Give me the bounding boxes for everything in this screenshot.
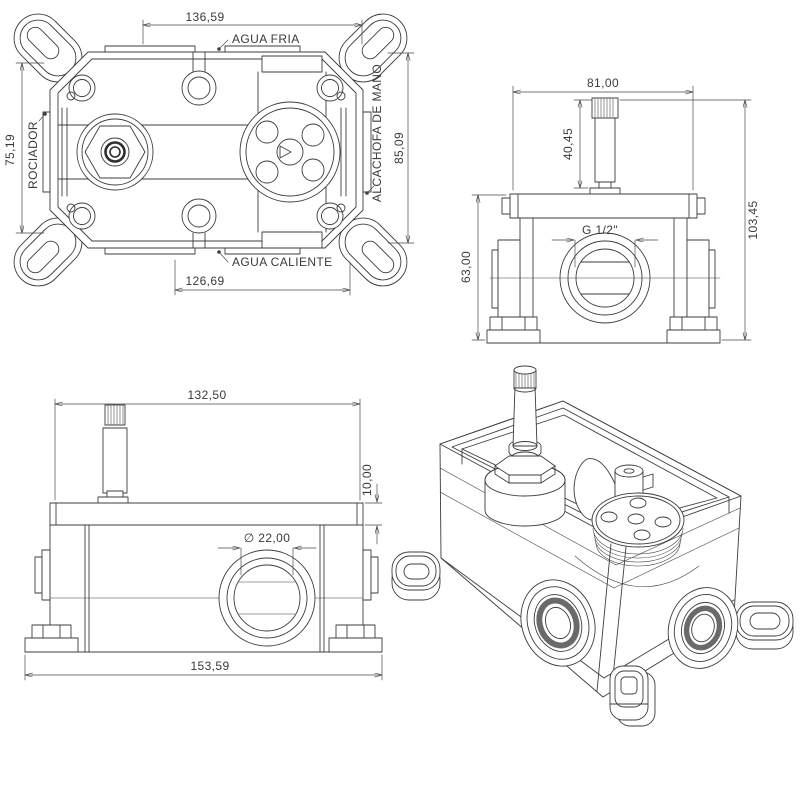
threaded-port [667,587,739,669]
cartridge-assembly [484,365,566,527]
dim-stem-height: 40,45 [561,128,575,160]
center-screw-boss [181,51,217,249]
dim-bottom-width: 126,69 [185,274,224,288]
valve-stem [97,404,129,504]
diverter-disc [239,101,341,203]
hot-water-port-tab [224,247,301,255]
label-thread-size: G 1/2" [582,223,618,237]
isometric-view [390,360,800,740]
dim-top-width: 136,59 [185,10,224,24]
valve-stem [589,97,621,195]
dimension-lines [15,19,415,296]
mounting-ear [338,13,408,83]
valve-stem [512,385,538,447]
bottom-mounting-tab [609,665,656,727]
dimension-lines [471,85,752,341]
bottom-side-view: 132,50 153,59 10,00 ∅ 22,00 [10,385,430,700]
dim-total-height: 103,45 [746,200,760,239]
screw-hole [66,74,346,230]
body-cap [509,193,698,219]
mounting-ear [391,551,441,601]
threaded-port [520,579,596,667]
mounting-foot [486,316,721,344]
body-cap [49,502,364,526]
cartridge-hex-assembly [76,113,154,191]
dim-right-height: 85,09 [392,132,406,164]
label-sprayer: ROCIADOR [26,121,40,189]
valve-body-long [49,524,364,653]
cold-water-port-tab [224,45,301,53]
dim-cap-thickness: 10,00 [360,464,374,496]
dim-cap-width: 81,00 [587,76,619,90]
label-hot-water: AGUA CALIENTE [232,255,333,269]
mounting-ear [13,13,83,83]
mounting-foot [24,624,383,653]
dim-bottom-width: 153,59 [190,659,229,673]
outlet-port [218,549,316,647]
dim-port-diameter: ∅ 22,00 [244,531,291,545]
bottom-side-view-drawing: 132,50 153,59 10,00 ∅ 22,00 [24,388,383,681]
label-hand-shower: ALCACHOFA DE MANO [370,64,384,202]
diverter-disc [591,492,685,567]
front-view-drawing: 136,59 126,69 75,19 85,09 AGUA FRIA AGUA… [3,10,415,296]
side-view-drawing: 81,00 40,45 103,45 63,00 G 1/2" [459,76,760,344]
top-port-tab [104,45,196,53]
side-view: 81,00 40,45 103,45 63,00 G 1/2" [440,60,800,380]
dim-left-height: 75,19 [3,134,17,166]
sprayer-port-tab [42,111,51,193]
label-cold-water: AGUA FRIA [232,32,300,46]
dimension-lines [24,398,383,681]
front-view: 136,59 126,69 75,19 85,09 AGUA FRIA AGUA… [0,0,430,300]
bottom-port-tab [104,247,196,255]
dim-top-width: 132,50 [187,388,226,402]
dim-body-height: 63,00 [459,251,473,283]
isometric-view-drawing [391,365,794,727]
threaded-port [489,232,721,324]
mounting-ear [735,601,794,650]
